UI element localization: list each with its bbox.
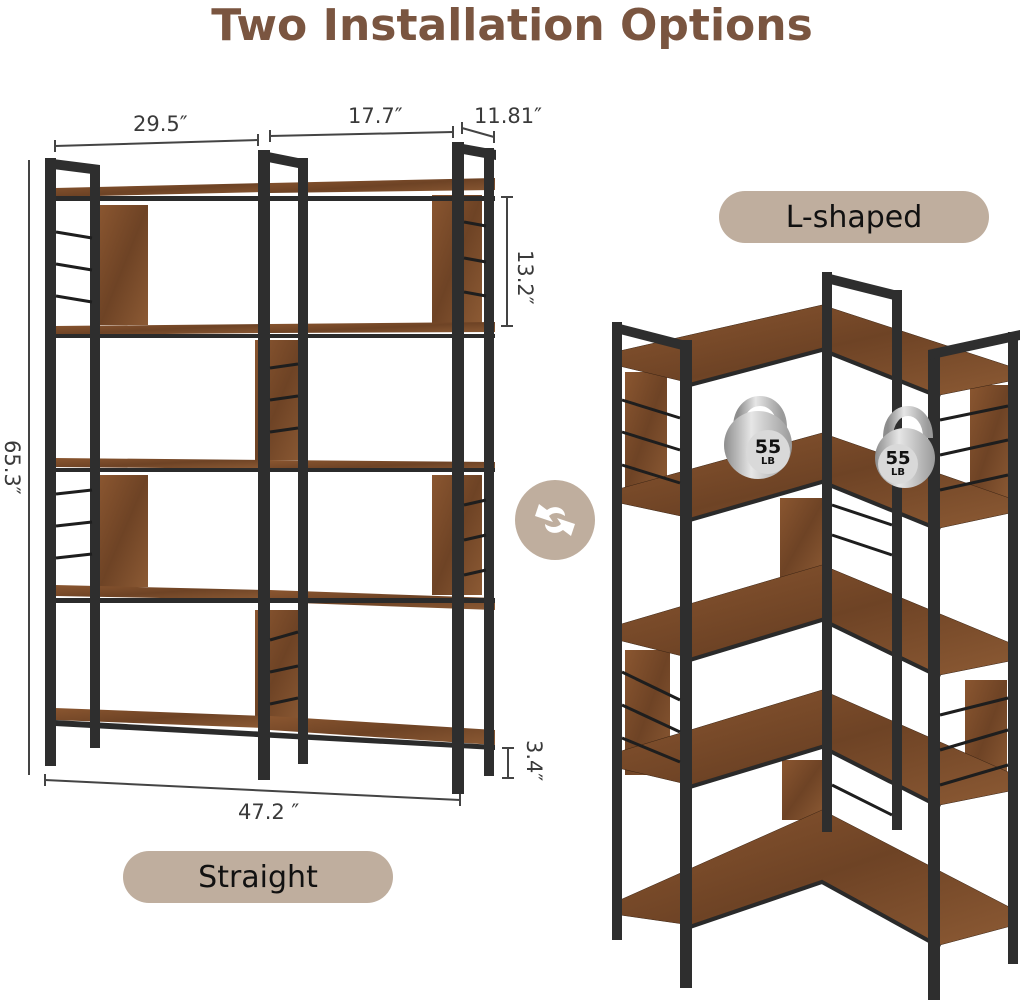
weight-value: 55 xyxy=(885,448,911,469)
kettlebell-left xyxy=(724,396,792,479)
dimension-depth: 11.81″ xyxy=(474,104,542,128)
l-shaped-shelf xyxy=(612,272,1020,1000)
weight-label-right: 55 LB xyxy=(882,450,914,478)
dimension-height: 65.3″ xyxy=(0,440,24,495)
page-title: Two Installation Options xyxy=(211,0,813,51)
dimension-total-width: 47.2 ″ xyxy=(238,800,300,824)
dimension-width-right: 17.7″ xyxy=(348,104,403,128)
dimension-shelf-gap: 13.2″ xyxy=(513,250,537,305)
kettlebell-right xyxy=(875,406,935,488)
weight-label-left: 55 LB xyxy=(752,438,784,467)
option-l-shaped-label: L-shaped xyxy=(719,191,989,243)
dimension-width-left: 29.5″ xyxy=(133,112,188,136)
weight-value: 55 xyxy=(754,436,782,458)
dimension-bottom-clearance: 3.4″ xyxy=(522,740,546,782)
straight-shelf xyxy=(28,122,514,806)
swap-arrows-icon xyxy=(515,480,595,560)
option-straight-label: Straight xyxy=(123,851,393,903)
weight-unit: LB xyxy=(891,467,905,478)
weight-unit: LB xyxy=(761,456,775,467)
